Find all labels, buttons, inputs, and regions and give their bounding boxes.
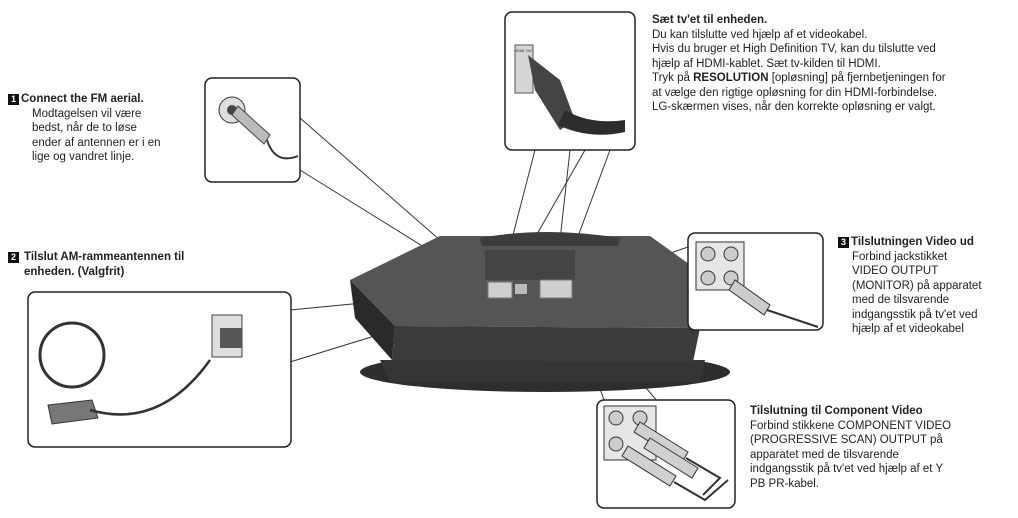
am-plug-icon	[220, 328, 242, 348]
step-number-2: 2	[8, 252, 19, 263]
am-title: Tilslut AM-rammeantennen til enheden. (V…	[24, 250, 184, 279]
unit-dome	[480, 232, 620, 246]
hdmi-line-2: Hvis du bruger et High Definition TV, ka…	[652, 42, 1012, 57]
hdmi-line-5: at vælge den rigtige opløsning for din H…	[652, 86, 1012, 101]
component-video-box	[597, 400, 735, 508]
am-instructions: 2 Tilslut AM-rammeantennen til enheden. (…	[8, 250, 238, 279]
video-out-title: Tilslutningen Video ud	[851, 236, 974, 248]
unit-top	[350, 236, 728, 328]
hdmi-line-4: Tryk på RESOLUTION [opløsning] på fjernb…	[652, 71, 1012, 86]
hdmi-line-6: LG-skærmen vises, når den korrekte opløs…	[652, 100, 1012, 115]
fm-body: Modtagelsen vil være bedst, når de to lø…	[8, 107, 203, 165]
hdmi-line-1: Du kan tilslutte ved hjælp af et videoka…	[652, 28, 1012, 43]
component-instructions: Tilslutning til Component Video Forbind …	[750, 404, 1012, 491]
unit-port-panel-right	[540, 280, 572, 298]
am-antenna-box	[28, 292, 291, 447]
step-number-1: 1	[8, 94, 19, 105]
hdmi-line-4-pre: Tryk på	[652, 72, 693, 84]
unit-front	[392, 326, 700, 362]
video-out-box	[688, 233, 823, 330]
main-unit	[350, 232, 730, 392]
step-number-3: 3	[838, 237, 849, 248]
hdmi-line-4-post: [opløsning] på fjernbetjeningen for	[769, 72, 946, 84]
hdmi-line-3: hjælp af HDMI-kablet. Sæt tv-kilden til …	[652, 57, 1012, 72]
component-title: Tilslutning til Component Video	[750, 404, 1012, 419]
fm-aerial-box	[205, 78, 300, 182]
am-heading: 2 Tilslut AM-rammeantennen til enheden. (…	[8, 250, 238, 279]
hdmi-line-4-bold: RESOLUTION	[693, 72, 768, 84]
hdmi-instructions: Sæt tv'et til enheden. Du kan tilslutte …	[652, 13, 1012, 115]
component-body: Forbind stikkene COMPONENT VIDEO (PROGRE…	[750, 419, 1012, 492]
fm-title: Connect the FM aerial.	[21, 93, 144, 105]
hdmi-title: Sæt tv'et til enheden.	[652, 13, 1012, 28]
video-out-body: Forbind jackstikket VIDEO OUTPUT (MONITO…	[838, 250, 1016, 337]
hdmi-box: HDMI OUT	[505, 12, 635, 150]
unit-port-panel-left	[488, 282, 512, 298]
unit-stand	[380, 360, 705, 382]
unit-slot	[485, 250, 575, 280]
unit-port-panel-mid	[515, 284, 527, 294]
hdmi-port-label: HDMI OUT	[514, 48, 534, 53]
